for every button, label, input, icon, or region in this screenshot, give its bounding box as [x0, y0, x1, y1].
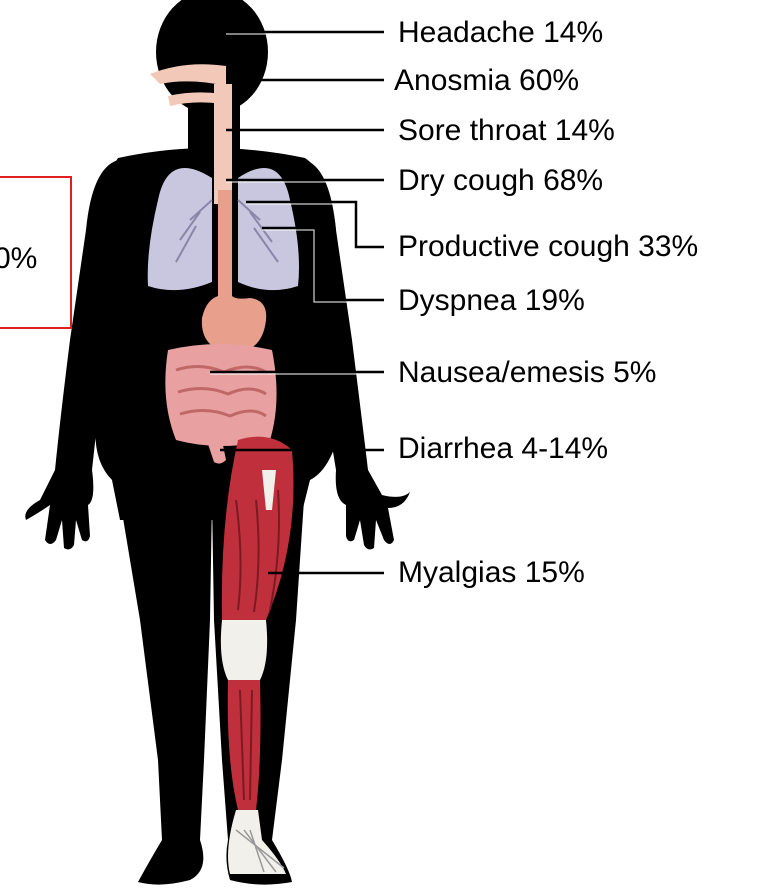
callout-sore-throat: Sore throat 14% — [398, 116, 615, 146]
callout-productive-cough: Productive cough 33% — [398, 232, 698, 262]
callout-anosmia: Anosmia 60% — [394, 66, 579, 96]
highlight-box-text: 0% — [0, 244, 37, 274]
callout-dyspnea: Dyspnea 19% — [398, 286, 585, 316]
callout-myalgias: Myalgias 15% — [398, 558, 585, 588]
callout-diarrhea: Diarrhea 4-14% — [398, 434, 608, 464]
callout-nausea-emesis: Nausea/emesis 5% — [398, 358, 656, 388]
callout-headache: Headache 14% — [398, 18, 603, 48]
callout-dry-cough: Dry cough 68% — [398, 166, 603, 196]
